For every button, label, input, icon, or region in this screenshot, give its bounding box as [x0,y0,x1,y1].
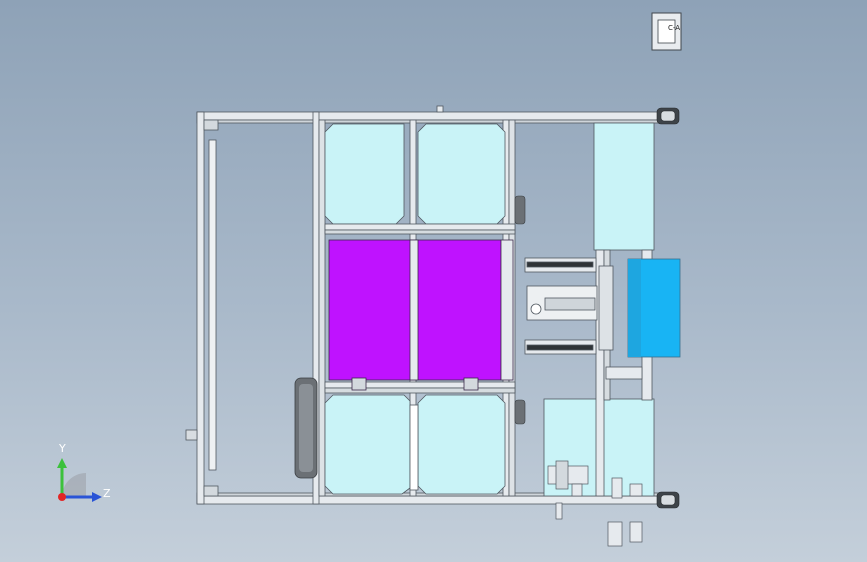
triad-plane [62,473,86,497]
slide-carriage [598,265,614,351]
left-post [196,111,205,505]
linear-slide [524,257,614,355]
magenta-plate [328,239,514,391]
plate-clamp-right [463,377,479,391]
right-upper-enclosure [593,122,655,251]
valve-head [555,460,569,490]
rail-end-caps [656,107,680,509]
y-axis-label: Y [59,442,66,455]
fitting-a [611,477,623,499]
sensor-box [605,366,643,380]
panel-top-right [417,123,506,225]
lower-mid-beam-inner [324,387,516,394]
slide-rail-bottom-dark [526,344,594,351]
below-block-2 [629,521,643,543]
cylinder-end-cap [530,303,542,315]
plate-clamp-left [351,377,367,391]
magenta-plate-divider [409,239,419,381]
corner-plate-tl [203,119,219,131]
z-axis-arrow [92,492,102,502]
valve-assembly [547,460,643,499]
end-cap-bottom-inner [660,494,676,506]
blue-block-shade [628,259,641,357]
view-cube-icon[interactable] [651,12,682,51]
below-frame-parts [555,502,643,547]
panel-bottom-right [417,394,506,495]
bottom-rail [196,495,660,505]
upper-mid-beam-inner [324,229,516,235]
left-bracket [185,429,198,441]
valve-port [571,483,583,497]
below-block-1 [607,521,623,547]
fitting-upper [514,195,526,225]
below-post [555,502,563,520]
corner-plate-bl [203,485,219,497]
top-rail-inner [196,119,660,124]
axis-triad [57,458,102,502]
panel-bottom-left [324,394,411,495]
mid-beams [324,223,516,394]
y-axis-arrow [57,458,67,468]
fitting-lower [514,399,526,425]
end-cap-top-inner [660,110,676,122]
fitting-b [629,483,643,497]
bottom-cyan-panels [324,394,506,495]
magenta-plate-side [500,239,514,381]
top-rail-tab [436,105,444,113]
bottom-panel-gap [409,404,419,491]
view-cube-label: C-A [668,24,681,32]
left-inner-rail [208,139,217,471]
column-1-inner [318,119,326,497]
z-axis-label: Z [103,487,111,500]
slide-rail-top-dark [526,261,594,268]
upper-mid-beam [324,223,516,231]
cylinder-rod [544,297,596,311]
panel-top-left [324,123,405,225]
column-3-fittings [514,195,526,425]
x-axis-dot [58,493,66,501]
dark-guard-inner [299,384,313,472]
top-rail [196,111,660,121]
top-cyan-panels [324,123,506,225]
